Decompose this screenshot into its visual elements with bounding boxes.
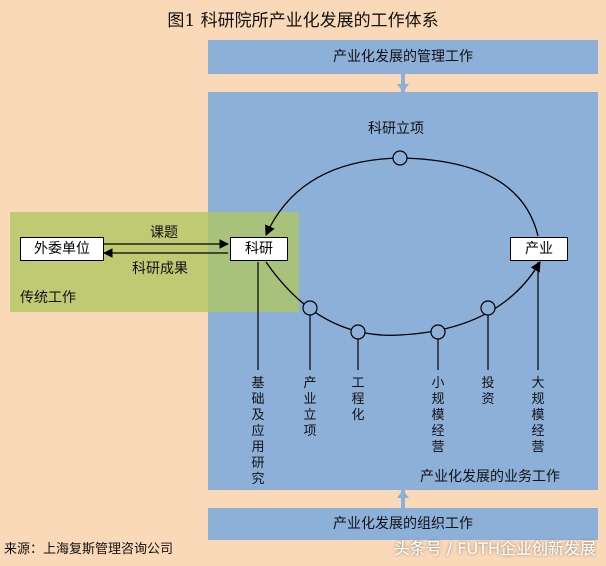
stage-label-6: 大规模经营 xyxy=(531,376,545,455)
organization-label: 产业化发展的组织工作 xyxy=(333,516,473,532)
top-node-circle xyxy=(392,150,408,166)
management-band: 产业化发展的管理工作 xyxy=(208,40,598,74)
stage-label-5: 投资 xyxy=(481,376,495,407)
upper-arc xyxy=(265,157,539,237)
stage-node-3 xyxy=(350,324,366,340)
stage-node-2 xyxy=(302,300,318,316)
stage-label-2: 产业立项 xyxy=(303,376,317,439)
connector-bottom-arrow xyxy=(397,490,409,498)
outsource-box: 外委单位 xyxy=(20,237,104,261)
stage-label-1: 基础及应用研究 xyxy=(251,376,265,487)
source-note: 来源：上海复斯管理咨询公司 xyxy=(4,542,174,557)
stage-node-5 xyxy=(480,300,496,316)
results-label: 科研成果 xyxy=(132,261,188,277)
figure-title: 图1 科研院所产业化发展的工作体系 xyxy=(167,11,439,31)
management-label: 产业化发展的管理工作 xyxy=(333,49,473,65)
connector-top-arrow xyxy=(397,84,409,92)
industry-box: 产业 xyxy=(510,237,568,261)
stage-label-3: 工程化 xyxy=(351,376,365,423)
traditional-work-area xyxy=(10,212,299,312)
stage-node-4 xyxy=(430,324,446,340)
stage-label-4: 小规模经营 xyxy=(431,376,445,455)
organization-band: 产业化发展的组织工作 xyxy=(208,508,598,540)
top-node-label: 科研立项 xyxy=(368,121,424,137)
research-box: 科研 xyxy=(230,237,288,261)
lower-arc xyxy=(265,261,541,336)
topic-label: 课题 xyxy=(150,225,178,241)
watermark: 头条号 / FUTH企业创新发展 xyxy=(393,539,596,558)
business-label: 产业化发展的业务工作 xyxy=(420,469,560,485)
traditional-label: 传统工作 xyxy=(20,290,76,306)
